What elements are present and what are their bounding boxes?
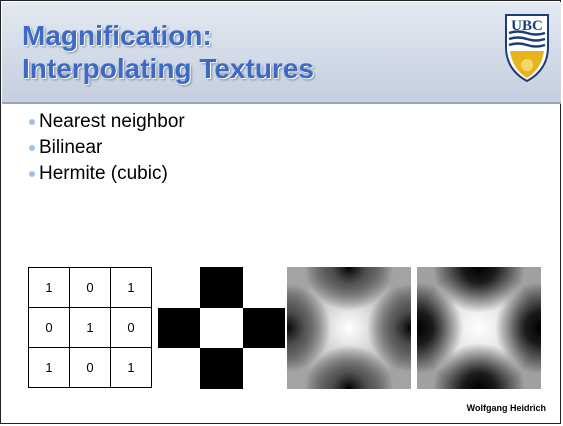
bullet-text: Bilinear xyxy=(39,137,103,158)
black-texel xyxy=(158,308,200,348)
bullet-dot xyxy=(29,145,35,151)
bullet-item: Nearest neighbor xyxy=(29,109,185,135)
slide-header: Magnification: Interpolating Textures UB… xyxy=(2,2,561,104)
bullet-item: Bilinear xyxy=(29,135,185,161)
slide-title: Magnification: Interpolating Textures xyxy=(22,19,314,85)
grid-cell: 1 xyxy=(110,347,152,388)
black-texel xyxy=(200,267,243,308)
black-texel xyxy=(200,348,243,389)
hermite-result xyxy=(417,267,541,389)
grid-cell: 1 xyxy=(28,347,70,388)
ubc-crest-logo: UBC xyxy=(505,14,549,83)
grid-row: 1 0 1 xyxy=(28,347,152,388)
texel-value-grid: 1 0 1 0 1 0 1 0 1 xyxy=(28,267,152,388)
grid-cell: 1 xyxy=(69,307,111,348)
bilinear-result xyxy=(287,267,411,389)
grid-cell: 0 xyxy=(28,307,70,348)
bullet-list: Nearest neighbor Bilinear Hermite (cubic… xyxy=(29,109,185,187)
bullet-dot xyxy=(29,119,35,125)
logo-text: UBC xyxy=(511,18,543,34)
bullet-text: Hermite (cubic) xyxy=(39,163,168,184)
grid-row: 0 1 0 xyxy=(28,307,152,348)
bullet-dot xyxy=(29,171,35,177)
grid-row: 1 0 1 xyxy=(28,267,152,308)
grid-cell: 1 xyxy=(110,267,152,308)
bullet-text: Nearest neighbor xyxy=(39,111,185,132)
nearest-neighbor-result xyxy=(158,267,285,389)
grid-cell: 0 xyxy=(69,267,111,308)
author-footer: Wolfgang Heidrich xyxy=(466,403,546,413)
bullet-item: Hermite (cubic) xyxy=(29,161,185,187)
grid-cell: 0 xyxy=(110,307,152,348)
black-texel xyxy=(243,308,285,348)
title-line-2: Interpolating Textures xyxy=(22,53,314,84)
grid-cell: 0 xyxy=(69,347,111,388)
grid-cell: 1 xyxy=(28,267,70,308)
title-line-1: Magnification: xyxy=(22,20,212,51)
